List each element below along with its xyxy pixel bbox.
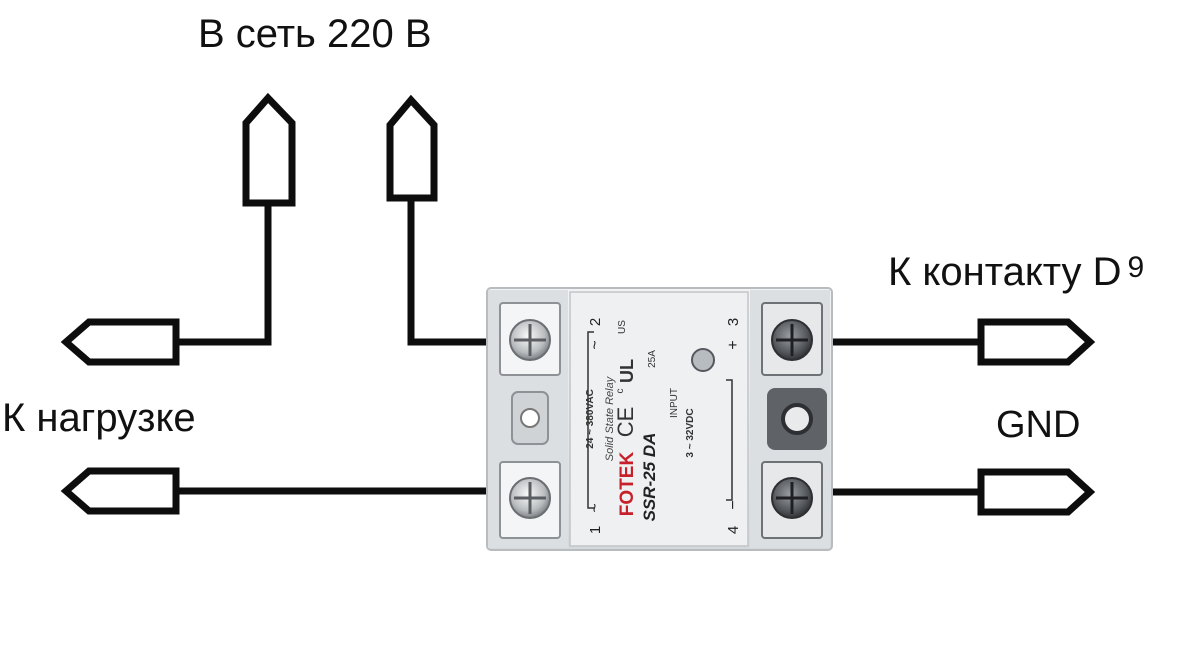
screw-2-icon xyxy=(509,319,551,361)
ac-bracket xyxy=(587,331,594,509)
terminal-4-minus: − xyxy=(725,500,742,509)
plug-mains-1 xyxy=(242,92,296,207)
relay-dc-range: 3 ~ 32VDC xyxy=(685,408,696,457)
relay-face xyxy=(569,291,749,547)
relay-ac-range: 24 ~ 380VAC xyxy=(585,389,596,449)
screw-1-icon xyxy=(509,477,551,519)
relay-ul-mark: UL xyxy=(617,359,637,383)
label-mains: В сеть 220 В xyxy=(198,12,432,56)
relay-current: 25A xyxy=(647,350,658,368)
terminal-1-tilde: ~ xyxy=(587,503,604,512)
terminal-3-number: 3 xyxy=(725,318,742,326)
plug-left-top xyxy=(60,318,180,366)
relay-model: SSR-25 DA xyxy=(640,433,659,522)
screw-4-icon xyxy=(771,477,813,519)
mount-hole-right-icon xyxy=(781,403,813,435)
terminal-1-number: 1 xyxy=(587,526,604,534)
wire-mains-1 xyxy=(176,203,272,346)
relay-input-label: INPUT xyxy=(669,388,680,418)
plug-ground xyxy=(977,468,1096,516)
label-ground: GND xyxy=(996,404,1081,446)
solid-state-relay: FOTEK SSR-25 DA Solid State Relay CE UL … xyxy=(486,287,833,551)
label-control-prefix: К контакту D xyxy=(888,250,1122,294)
mount-hole-left-icon xyxy=(520,408,540,428)
terminal-3-plus: + xyxy=(725,340,742,349)
relay-ul-us: US xyxy=(617,320,628,334)
terminal-2-number: 2 xyxy=(587,318,604,326)
relay-type: Solid State Relay xyxy=(604,375,616,461)
connectors xyxy=(60,92,1096,516)
relay-ce-mark: CE xyxy=(613,407,638,438)
dc-bracket xyxy=(726,379,733,501)
terminal-4-number: 4 xyxy=(725,526,742,534)
plug-control xyxy=(977,318,1096,366)
terminal-2-tilde: ~ xyxy=(587,340,604,349)
led-indicator-icon xyxy=(691,348,715,372)
relay-ul-c: c xyxy=(615,389,626,394)
plug-load xyxy=(60,467,180,515)
plug-mains-2 xyxy=(386,94,438,202)
screw-3-icon xyxy=(771,319,813,361)
relay-brand: FOTEK xyxy=(617,452,638,517)
label-control-digit: 9 xyxy=(1127,251,1145,284)
label-load: К нагрузке xyxy=(2,396,196,440)
